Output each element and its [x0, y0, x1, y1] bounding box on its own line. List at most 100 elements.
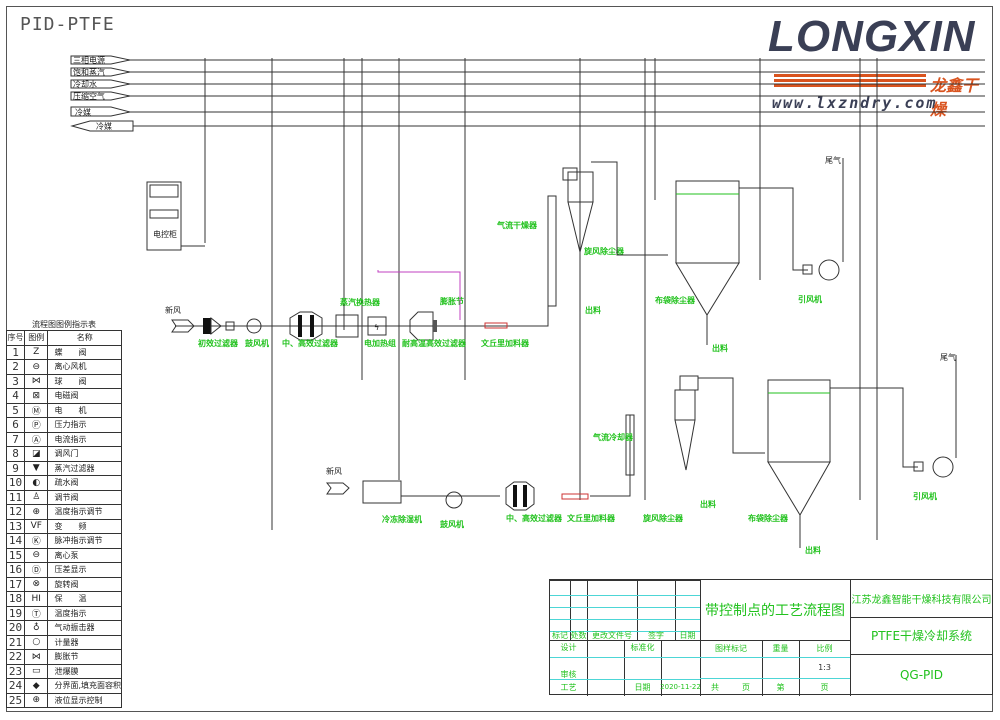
design-label: 设计	[560, 642, 577, 652]
utility-line-compressed-air: 压缩空气	[70, 91, 985, 101]
svg-text:气流冷却器: 气流冷却器	[592, 432, 634, 442]
legend-row-name: 变 频	[47, 518, 122, 534]
svg-text:尾气: 尾气	[825, 155, 841, 165]
svg-text:ϟ: ϟ	[374, 323, 379, 332]
electric-heater: ϟ 电加热组	[364, 316, 396, 348]
legend-row-number: 17	[5, 576, 26, 592]
svg-text:压缩空气: 压缩空气	[73, 91, 105, 101]
total-label: 共	[711, 682, 719, 692]
legend-row-symbol-icon: ▼	[24, 460, 49, 476]
legend-row-number: 22	[5, 649, 26, 665]
company-name: 江苏龙鑫智能干燥科技有限公司	[851, 595, 992, 606]
legend-row-name: 气动振击器	[47, 620, 122, 636]
weight-label: 重量	[772, 643, 789, 653]
legend-row-number: 4	[5, 388, 26, 404]
legend-row-symbol-icon: ⊗	[24, 576, 49, 592]
scale-label: 比例	[816, 643, 833, 653]
induced-fan-1: 引风机 尾气	[798, 155, 844, 304]
svg-text:冷媒: 冷媒	[75, 107, 91, 117]
svg-text:出料: 出料	[712, 343, 728, 353]
legend-row: 9▼蒸汽过滤器	[5, 460, 122, 476]
control-cabinet: 电控柜	[146, 181, 205, 251]
legend-row: 15⊖离心泵	[5, 547, 122, 563]
legend-row-name: 温度指示调节	[47, 504, 122, 520]
rev-header-sign: 签字	[648, 631, 664, 640]
cyclone-1: 旋风除尘器 出料	[562, 167, 625, 320]
svg-text:文丘里加料器: 文丘里加料器	[481, 338, 530, 348]
legend-row-symbol-icon: Z	[24, 344, 49, 360]
legend-row-number: 3	[5, 373, 26, 389]
venturi-feeder-1: 文丘里加料器	[481, 322, 530, 348]
legend-row-number: 12	[5, 504, 26, 520]
company-logo: LONGXIN 龙鑫干燥 www.lxzndry.com	[768, 12, 993, 119]
legend-row-name: 旋转阀	[47, 576, 122, 592]
svg-text:中、高效过滤器: 中、高效过滤器	[506, 513, 563, 523]
utility-lines: 三相电源 饱和蒸汽 冷却水 压缩空气 冷媒 冷媒	[70, 55, 985, 132]
svg-text:引风机: 引风机	[798, 294, 822, 304]
legend-row-number: 8	[5, 446, 26, 462]
standardization-label: 标准化	[630, 642, 655, 652]
svg-text:膨胀节: 膨胀节	[439, 296, 464, 306]
svg-text:冷媒: 冷媒	[96, 121, 112, 131]
legend-row-number: 9	[5, 460, 26, 476]
legend-row-number: 14	[5, 533, 26, 549]
legend-row-name: 蒸汽过滤器	[47, 460, 122, 476]
legend-row-number: 25	[5, 692, 26, 708]
total-page-label: 页	[742, 682, 750, 692]
rev-header-date: 日期	[679, 631, 696, 640]
legend-row-number: 6	[5, 417, 26, 433]
legend-row: 21○计量器	[5, 634, 122, 650]
legend-row-symbol-icon: Ⓟ	[24, 417, 49, 433]
legend-row: 3⋈球 阀	[5, 373, 122, 389]
svg-text:鼓风机: 鼓风机	[245, 338, 269, 348]
lower-cooling-line: 新风 冷冻除湿机 鼓风机 中、高效过滤器 文丘里加料器 气流冷却器 旋风除尘器 …	[325, 352, 957, 555]
legend-row-symbol-icon: ▭	[24, 663, 49, 679]
legend-header-symbol: 图例	[24, 330, 49, 346]
system-name: PTFE干燥冷却系统	[870, 629, 973, 643]
legend-header-no: 序号	[5, 330, 26, 346]
legend-row-name: 分界面,填充面容积	[47, 678, 122, 694]
legend-row-symbol-icon: Ⓚ	[24, 533, 49, 549]
legend-row-name: 调风门	[47, 446, 122, 462]
legend-row-number: 5	[5, 402, 26, 418]
induced-fan-2: 引风机 尾气	[913, 352, 957, 501]
svg-text:气流干燥器: 气流干燥器	[496, 220, 538, 230]
legend-row-number: 10	[5, 475, 26, 491]
legend-row-symbol-icon: ⊖	[24, 547, 49, 563]
utility-risers	[204, 58, 878, 540]
sheet-label: 第	[776, 682, 785, 692]
date-value: 2020-11-22	[660, 683, 701, 691]
svg-text:中、高效过滤器: 中、高效过滤器	[282, 338, 339, 348]
legend-row-number: 2	[5, 359, 26, 375]
legend-row-name: 液位显示控制	[47, 692, 122, 708]
legend-row-symbol-icon: ♙	[24, 489, 49, 505]
legend-row-symbol-icon: ⊠	[24, 388, 49, 404]
svg-text:布袋除尘器: 布袋除尘器	[654, 295, 696, 305]
legend-row-name: 脉冲指示调节	[47, 533, 122, 549]
legend-row: 4⊠电磁阀	[5, 388, 122, 404]
svg-text:旋风除尘器: 旋风除尘器	[583, 246, 625, 256]
utility-line-refrigerant-out: 冷媒	[70, 120, 985, 132]
drawing-mark-label: 图样标记	[715, 643, 747, 653]
legend-row-number: 7	[5, 431, 26, 447]
svg-text:冷却水: 冷却水	[73, 79, 97, 89]
svg-text:尾气: 尾气	[940, 352, 956, 362]
svg-text:出料: 出料	[700, 499, 716, 509]
legend-row-symbol-icon: ◪	[24, 446, 49, 462]
svg-text:鼓风机: 鼓风机	[440, 519, 464, 529]
svg-text:文丘里加料器: 文丘里加料器	[567, 513, 616, 523]
legend-row-number: 20	[5, 620, 26, 636]
svg-text:出料: 出料	[805, 545, 821, 555]
high-temp-filter: 耐高温高效过滤器 膨胀节	[377, 270, 467, 348]
svg-text:出料: 出料	[585, 305, 601, 315]
svg-text:初效过滤器: 初效过滤器	[198, 338, 239, 348]
